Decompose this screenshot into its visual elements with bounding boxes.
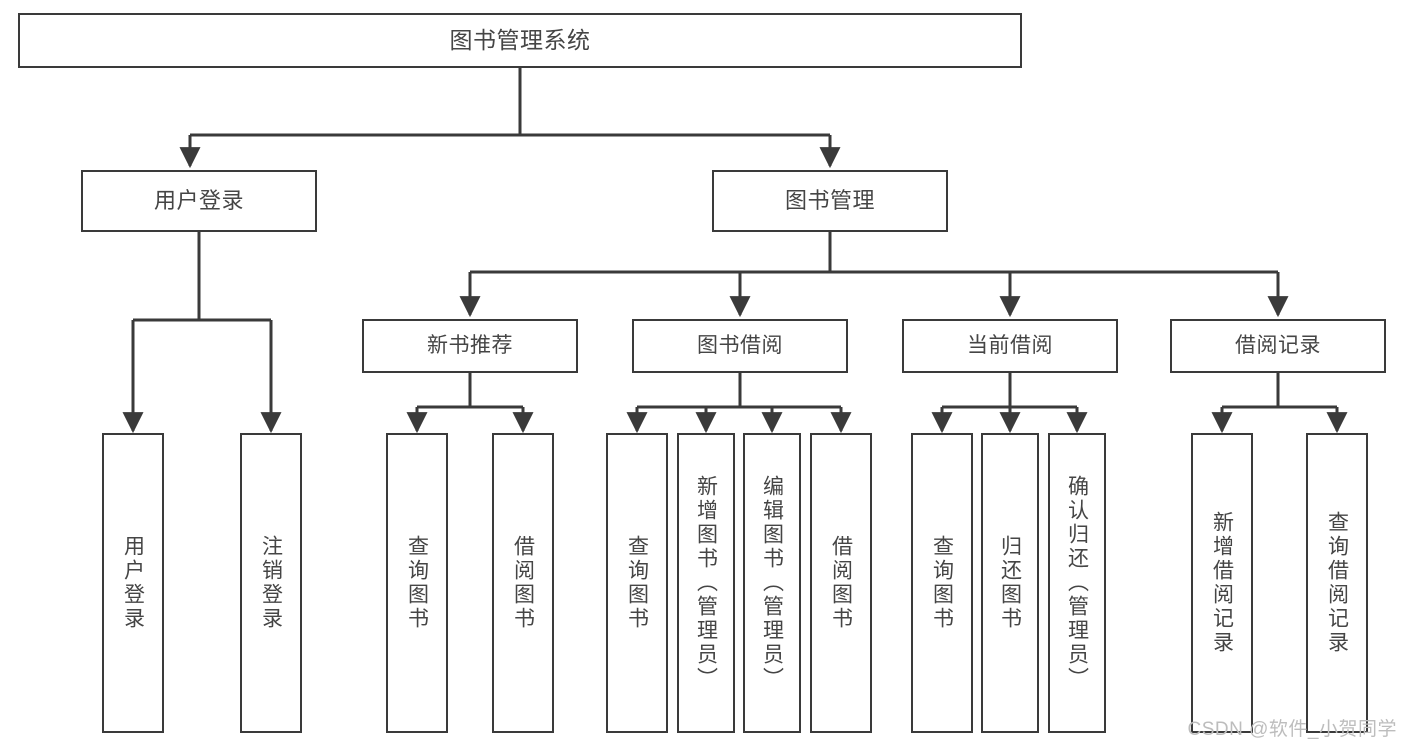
node-current-borrow[interactable]: 当前借阅	[902, 319, 1118, 373]
csdn-watermark: CSDN @软件_小贺同学	[1187, 719, 1397, 740]
node-label: 查询图书	[405, 535, 429, 631]
leaf-user-login[interactable]: 用户登录	[102, 433, 164, 733]
leaf-add-book-admin[interactable]: 新增图书（管理员）	[677, 433, 735, 733]
node-label: 查询借阅记录	[1325, 511, 1349, 655]
node-label: 新书推荐	[427, 334, 513, 358]
node-label: 注销登录	[259, 535, 283, 631]
node-label: 图书管理系统	[449, 26, 591, 53]
node-user-login[interactable]: 用户登录	[81, 170, 317, 232]
node-label: 归还图书	[998, 535, 1022, 631]
node-label: 用户登录	[153, 187, 244, 213]
node-root-system[interactable]: 图书管理系统	[18, 13, 1022, 68]
leaf-query-book-borrow[interactable]: 查询图书	[606, 433, 668, 733]
node-label: 查询图书	[930, 535, 954, 631]
node-label: 新增借阅记录	[1210, 511, 1234, 655]
leaf-query-book-current[interactable]: 查询图书	[911, 433, 973, 733]
node-book-management[interactable]: 图书管理	[712, 170, 948, 232]
leaf-add-borrow-record[interactable]: 新增借阅记录	[1191, 433, 1253, 733]
node-label: 确认归还（管理员）	[1065, 475, 1089, 691]
leaf-borrow-book-recommend[interactable]: 借阅图书	[492, 433, 554, 733]
node-label: 图书借阅	[697, 334, 783, 358]
node-borrow-record[interactable]: 借阅记录	[1170, 319, 1386, 373]
node-book-borrow[interactable]: 图书借阅	[632, 319, 848, 373]
node-label: 用户登录	[121, 535, 145, 631]
node-label: 借阅记录	[1235, 334, 1321, 358]
node-label: 编辑图书（管理员）	[760, 475, 784, 691]
node-label: 新增图书（管理员）	[694, 475, 718, 691]
node-label: 借阅图书	[829, 535, 853, 631]
leaf-return-book[interactable]: 归还图书	[981, 433, 1039, 733]
leaf-logout[interactable]: 注销登录	[240, 433, 302, 733]
leaf-query-book-recommend[interactable]: 查询图书	[386, 433, 448, 733]
node-label: 查询图书	[625, 535, 649, 631]
leaf-edit-book-admin[interactable]: 编辑图书（管理员）	[743, 433, 801, 733]
leaf-borrow-book[interactable]: 借阅图书	[810, 433, 872, 733]
node-label: 当前借阅	[967, 334, 1053, 358]
leaf-query-borrow-record[interactable]: 查询借阅记录	[1306, 433, 1368, 733]
node-new-book-recommend[interactable]: 新书推荐	[362, 319, 578, 373]
node-label: 图书管理	[784, 187, 875, 213]
leaf-confirm-return-admin[interactable]: 确认归还（管理员）	[1048, 433, 1106, 733]
node-label: 借阅图书	[511, 535, 535, 631]
